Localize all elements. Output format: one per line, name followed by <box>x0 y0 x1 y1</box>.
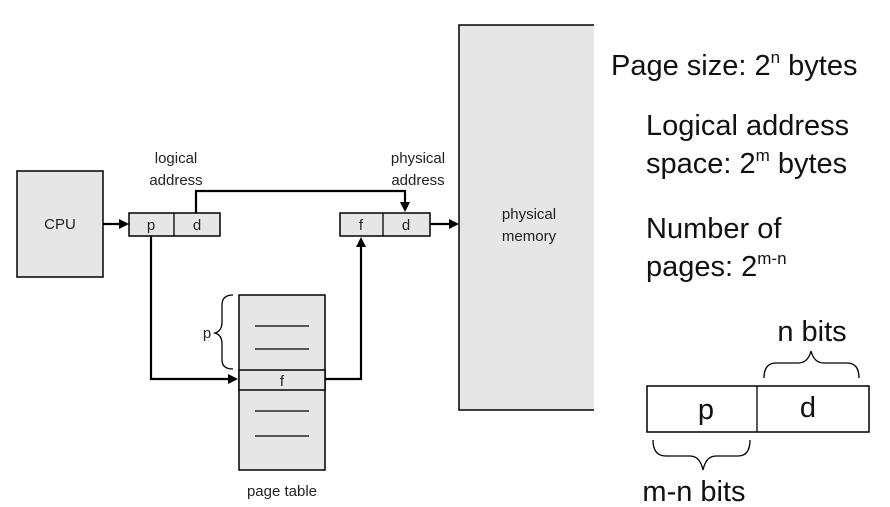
page-size-note: Page size: 2n bytes <box>611 48 857 82</box>
f-to-physical-arrow <box>325 237 366 381</box>
physical-address-label-line2: address <box>391 172 444 189</box>
offset-passthrough-arrow <box>194 189 410 213</box>
address-bit-layout: p d <box>646 385 870 433</box>
page-table-f-label: f <box>280 373 285 390</box>
logical-address-box: p d <box>128 212 221 237</box>
physical-memory-label-line1: physical <box>502 206 556 223</box>
logical-space-note-line1: Logical address <box>646 110 849 142</box>
page-table: f <box>238 294 326 471</box>
mn-bits-brace <box>652 439 751 471</box>
logical-p-field: p <box>147 217 155 234</box>
cpu-box: CPU <box>16 170 104 278</box>
logical-address-label-line1: logical <box>155 150 198 167</box>
physical-f-field: f <box>359 217 364 234</box>
n-bits-label: n bits <box>777 316 846 348</box>
logical-space-note-line2: space: 2m bytes <box>646 146 847 180</box>
page-table-p-brace-label: p <box>203 325 211 342</box>
logical-d-field: d <box>193 217 201 234</box>
p-to-page-table-arrow <box>149 236 238 384</box>
page-table-p-brace <box>212 294 234 370</box>
mn-bits-label: m-n bits <box>642 476 745 507</box>
physical-memory-box: physical memory <box>458 20 604 415</box>
physical-address-box: f d <box>339 212 431 237</box>
num-pages-note-line1: Number of <box>646 213 782 245</box>
bit-layout-p: p <box>698 394 714 426</box>
bit-layout-d: d <box>800 392 816 424</box>
page-table-label: page table <box>247 483 317 500</box>
num-pages-note-line2: pages: 2m-n <box>646 249 787 283</box>
n-bits-brace <box>763 350 860 379</box>
cpu-label: CPU <box>44 216 76 233</box>
logical-address-label-line2: address <box>149 172 202 189</box>
physical-address-label-line1: physical <box>391 150 445 167</box>
physical-d-field: d <box>402 217 410 234</box>
physical-memory-label-line2: memory <box>502 228 557 245</box>
